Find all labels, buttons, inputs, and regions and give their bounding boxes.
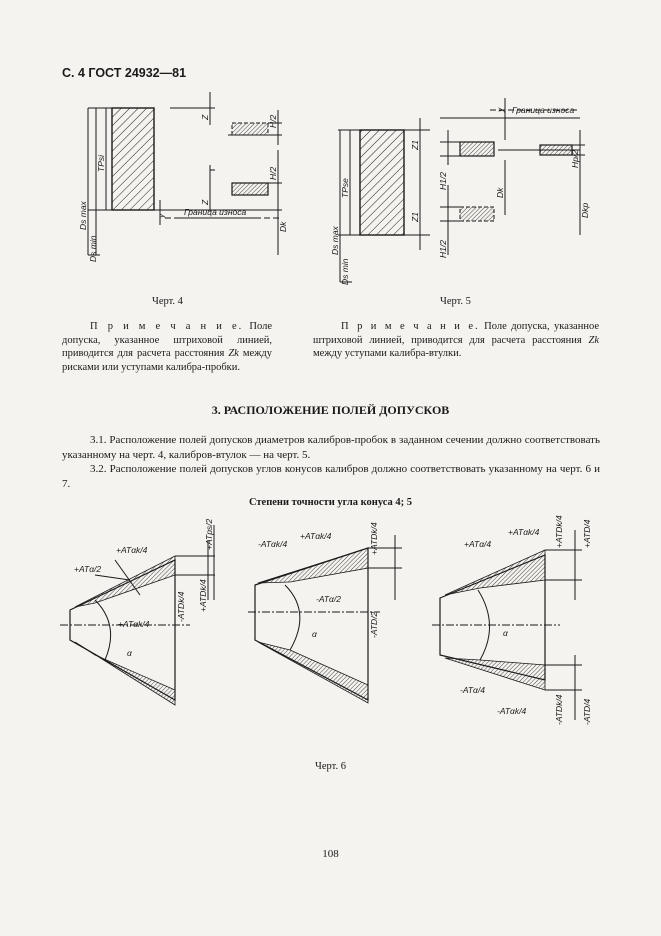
label-at-alpha-4: +ATα/4 bbox=[464, 539, 491, 549]
paragraph-3-1: 3.1. Расположение полей допусков диаметр… bbox=[62, 434, 600, 461]
label-alpha: α bbox=[127, 648, 133, 658]
label-h1-2-top: H1/2 bbox=[438, 172, 448, 190]
label-dkp: Dkp bbox=[580, 203, 590, 218]
figure-4-labels: Ds max Ds min TPsi Z H/2 Z H/2 y Граница… bbox=[78, 114, 288, 262]
label-h2-bottom: H/2 bbox=[268, 167, 278, 181]
label-h1-2-bottom: H1/2 bbox=[438, 240, 448, 258]
label-at-dk-4: +ATDk/4 bbox=[554, 515, 564, 548]
label-at-dk-4-neg: -ATDk/4 bbox=[554, 694, 564, 725]
label-at-ps-2: +ATps/2 bbox=[204, 518, 214, 550]
figure-5-labels: Ds max Ds min TPse y Граница износа Z1 H… bbox=[330, 105, 590, 285]
label-wear-limit: Граница износа bbox=[184, 207, 246, 217]
figure-6-caption: Черт. 6 bbox=[315, 761, 346, 772]
label-at-dk-4: +ATDk/4 bbox=[198, 579, 208, 612]
note-text-1: Поле допуска, указанное штриховой линией… bbox=[313, 321, 599, 346]
figure-5-drawing bbox=[338, 98, 585, 283]
label-ds-max: Ds max bbox=[330, 225, 340, 255]
gauge-tolerance-field bbox=[111, 107, 155, 211]
note-figure-5: П р и м е ч а н и е. Поле допуска, указа… bbox=[313, 320, 599, 361]
note-lead: П р и м е ч а н и е. bbox=[341, 321, 480, 332]
figure-6-cone-2-labels: -ATαk/4 +ATαk/4 +ATDk/4 -ATα/2 -ATD/2 α bbox=[258, 522, 379, 639]
note-figure-4: П р и м е ч а н и е. Поле допуска, указа… bbox=[62, 320, 272, 374]
figure-6-cone-1-labels: +ATα/2 +ATαk/4 +ATps/2 +ATDk/4 -ATDk/4 +… bbox=[74, 518, 214, 658]
label-tpsi: TPsi bbox=[96, 154, 106, 172]
label-ds-max: Ds max bbox=[78, 200, 88, 230]
label-at-alpha-k-4: +ATαk/4 bbox=[508, 527, 540, 537]
label-at-alpha-2: +ATα/2 bbox=[74, 564, 101, 574]
label-z-bottom: Z bbox=[200, 199, 210, 206]
label-z1-bottom: Z1 bbox=[410, 212, 420, 223]
label-at-alpha-k-4-neg: -ATαk/4 bbox=[258, 539, 288, 549]
bush-tolerance-field bbox=[359, 129, 405, 236]
label-at-d-4: +ATD/4 bbox=[582, 519, 592, 548]
label-wear-limit: Граница износа bbox=[512, 105, 574, 115]
figure-4-caption: Черт. 4 bbox=[152, 296, 183, 307]
label-ds-min: Ds min bbox=[340, 258, 350, 285]
page-number: 108 bbox=[322, 848, 339, 860]
label-at-d-2-neg: -ATD/2 bbox=[369, 611, 379, 638]
note-text-1: Поле допуска, указанное штриховой линией… bbox=[62, 321, 272, 359]
note-text-2: между уступами калибра-втулки. bbox=[313, 348, 462, 359]
figure-4-drawing bbox=[87, 92, 282, 256]
page-header: С. 4 ГОСТ 24932—81 bbox=[62, 66, 187, 80]
label-at-alpha-k-4: +ATαk/4 bbox=[116, 545, 148, 555]
label-hp-2: Hp/2 bbox=[570, 150, 580, 168]
label-at-alpha-k-4-neg: -ATαk/4 bbox=[497, 706, 527, 716]
label-z-top: Z bbox=[200, 114, 210, 121]
label-ds-min: Ds min bbox=[88, 235, 98, 262]
label-alpha: α bbox=[503, 628, 509, 638]
label-at-alpha-k-4: +ATαk/4 bbox=[300, 531, 332, 541]
label-at-dk-4: +ATDk/4 bbox=[369, 522, 379, 555]
note-text-2: между рисками или уступами калибра-пробк… bbox=[62, 348, 272, 373]
label-dk: Dk bbox=[495, 187, 505, 198]
label-dk: Dk bbox=[278, 221, 288, 232]
label-at-alpha-2-neg: -ATα/2 bbox=[316, 594, 341, 604]
figure-5-caption: Черт. 5 bbox=[440, 296, 471, 307]
label-at-dk-4-neg: -ATDk/4 bbox=[176, 591, 186, 622]
figure-6-cone-3-labels: +ATα/4 +ATαk/4 +ATDk/4 +ATD/4 -ATα/4 -AT… bbox=[460, 515, 592, 725]
label-h2-top: H/2 bbox=[268, 115, 278, 129]
label-tpse: TPse bbox=[340, 178, 350, 198]
figure-6-title: Степени точности угла конуса 4; 5 bbox=[248, 497, 413, 508]
figure-6-cone-3 bbox=[432, 530, 582, 720]
label-y: y bbox=[156, 213, 166, 219]
label-z1-top: Z1 bbox=[410, 140, 420, 151]
note-lead: П р и м е ч а н и е. bbox=[90, 321, 244, 332]
label-at-d-4-neg: -ATD/4 bbox=[582, 698, 592, 725]
label-alpha: α bbox=[312, 629, 318, 639]
label-at-alpha-4-neg: -ATα/4 bbox=[460, 685, 485, 695]
label-y: y bbox=[495, 107, 505, 113]
label-at-alpha-k-4-b: +ATαk/4 bbox=[118, 619, 150, 629]
note-zk: Zk bbox=[588, 334, 600, 346]
figure-6-cone-2 bbox=[248, 535, 402, 704]
section-title: 3. РАСПОЛОЖЕНИЕ ПОЛЕЙ ДОПУСКОВ bbox=[211, 403, 450, 417]
figure-6-cone-1 bbox=[60, 525, 215, 706]
note-zk: Zk bbox=[228, 348, 239, 359]
paragraph-3-2: 3.2. Расположение полей допусков углов к… bbox=[62, 463, 600, 490]
